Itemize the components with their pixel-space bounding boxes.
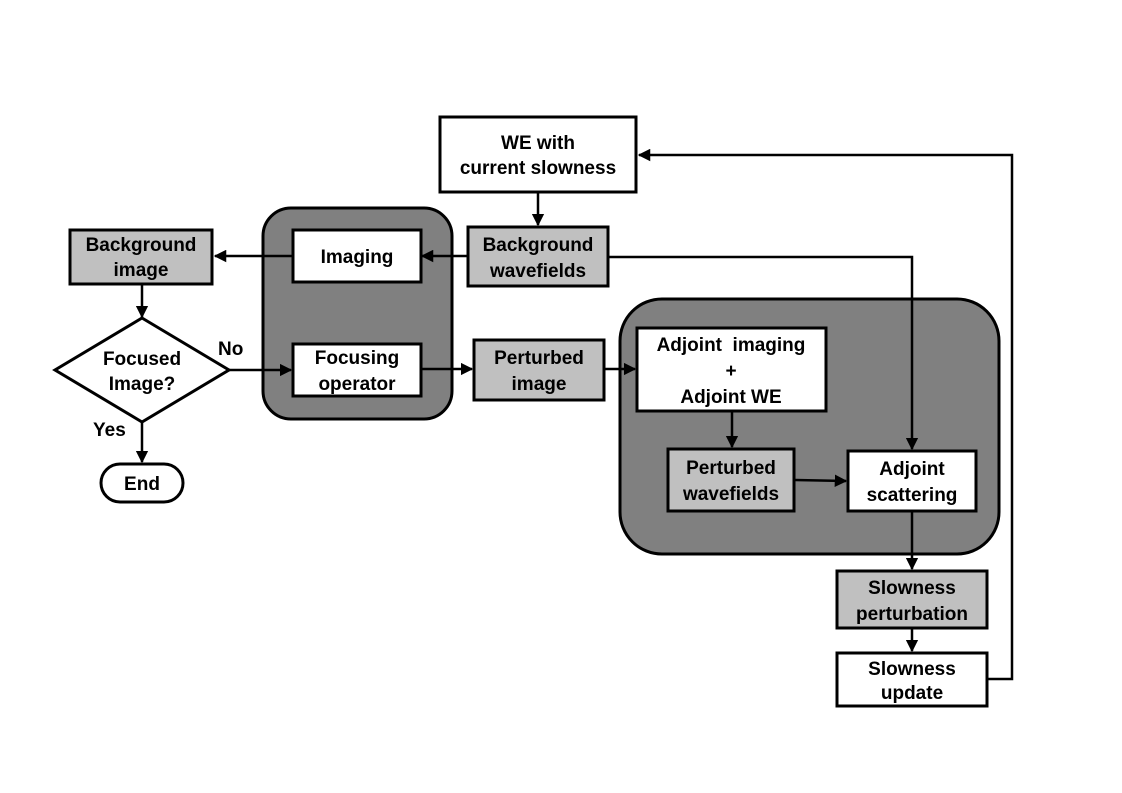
node-label: End xyxy=(124,474,160,495)
node-label: Perturbed xyxy=(686,458,776,479)
edge-perturbed-wavefields-to-adjoint-scattering xyxy=(794,474,848,488)
node-label: current slowness xyxy=(460,158,616,179)
node-label: scattering xyxy=(867,485,958,506)
node-imaging[interactable]: Imaging xyxy=(291,228,423,284)
node-focused-image-decision[interactable]: Focused Image? xyxy=(52,316,232,424)
node-label: Background xyxy=(483,235,594,256)
edge-update-to-we xyxy=(637,148,1014,681)
node-perturbed-image[interactable]: Perturbed image xyxy=(472,338,606,402)
node-label: Slowness xyxy=(868,659,956,680)
node-end[interactable]: End xyxy=(99,462,185,504)
node-slowness-perturbation[interactable]: Slowness perturbation xyxy=(835,569,989,630)
node-label: Adjoint WE xyxy=(680,387,781,408)
node-adjoint-imaging-we[interactable]: Adjoint imaging + Adjoint WE xyxy=(635,326,828,413)
node-label: wavefields xyxy=(682,484,779,505)
node-label: Image? xyxy=(109,374,176,395)
node-label: update xyxy=(881,683,943,704)
edges xyxy=(135,148,1014,681)
node-label: Background xyxy=(86,235,197,256)
edge-label-yes: Yes xyxy=(93,420,126,441)
node-label: Adjoint imaging xyxy=(657,335,806,356)
node-perturbed-wavefields[interactable]: Perturbed wavefields xyxy=(666,447,796,513)
node-slowness-update[interactable]: Slowness update xyxy=(835,651,989,708)
node-background-image[interactable]: Background image xyxy=(68,228,214,286)
node-adjoint-scattering[interactable]: Adjoint scattering xyxy=(846,449,978,513)
node-label: image xyxy=(114,260,169,281)
edge-label-no: No xyxy=(218,339,243,360)
node-label: operator xyxy=(318,374,396,395)
node-focusing-operator[interactable]: Focusing operator xyxy=(291,342,423,398)
edge-bgwavefields-to-adjoint-scattering xyxy=(608,255,919,451)
node-background-wavefields[interactable]: Background wavefields xyxy=(466,225,610,288)
node-label: wavefields xyxy=(489,261,586,282)
node-label: Focusing xyxy=(315,348,399,369)
node-label: + xyxy=(725,361,736,382)
node-label: image xyxy=(512,374,567,395)
node-label: perturbation xyxy=(856,604,968,625)
node-label: Adjoint xyxy=(879,459,945,480)
node-label: WE with xyxy=(501,133,575,154)
node-we-current-slowness[interactable]: WE with current slowness xyxy=(438,115,638,194)
node-label: Imaging xyxy=(321,247,394,268)
node-label: Focused xyxy=(103,349,181,370)
node-label: Perturbed xyxy=(494,348,584,369)
node-label: Slowness xyxy=(868,578,956,599)
